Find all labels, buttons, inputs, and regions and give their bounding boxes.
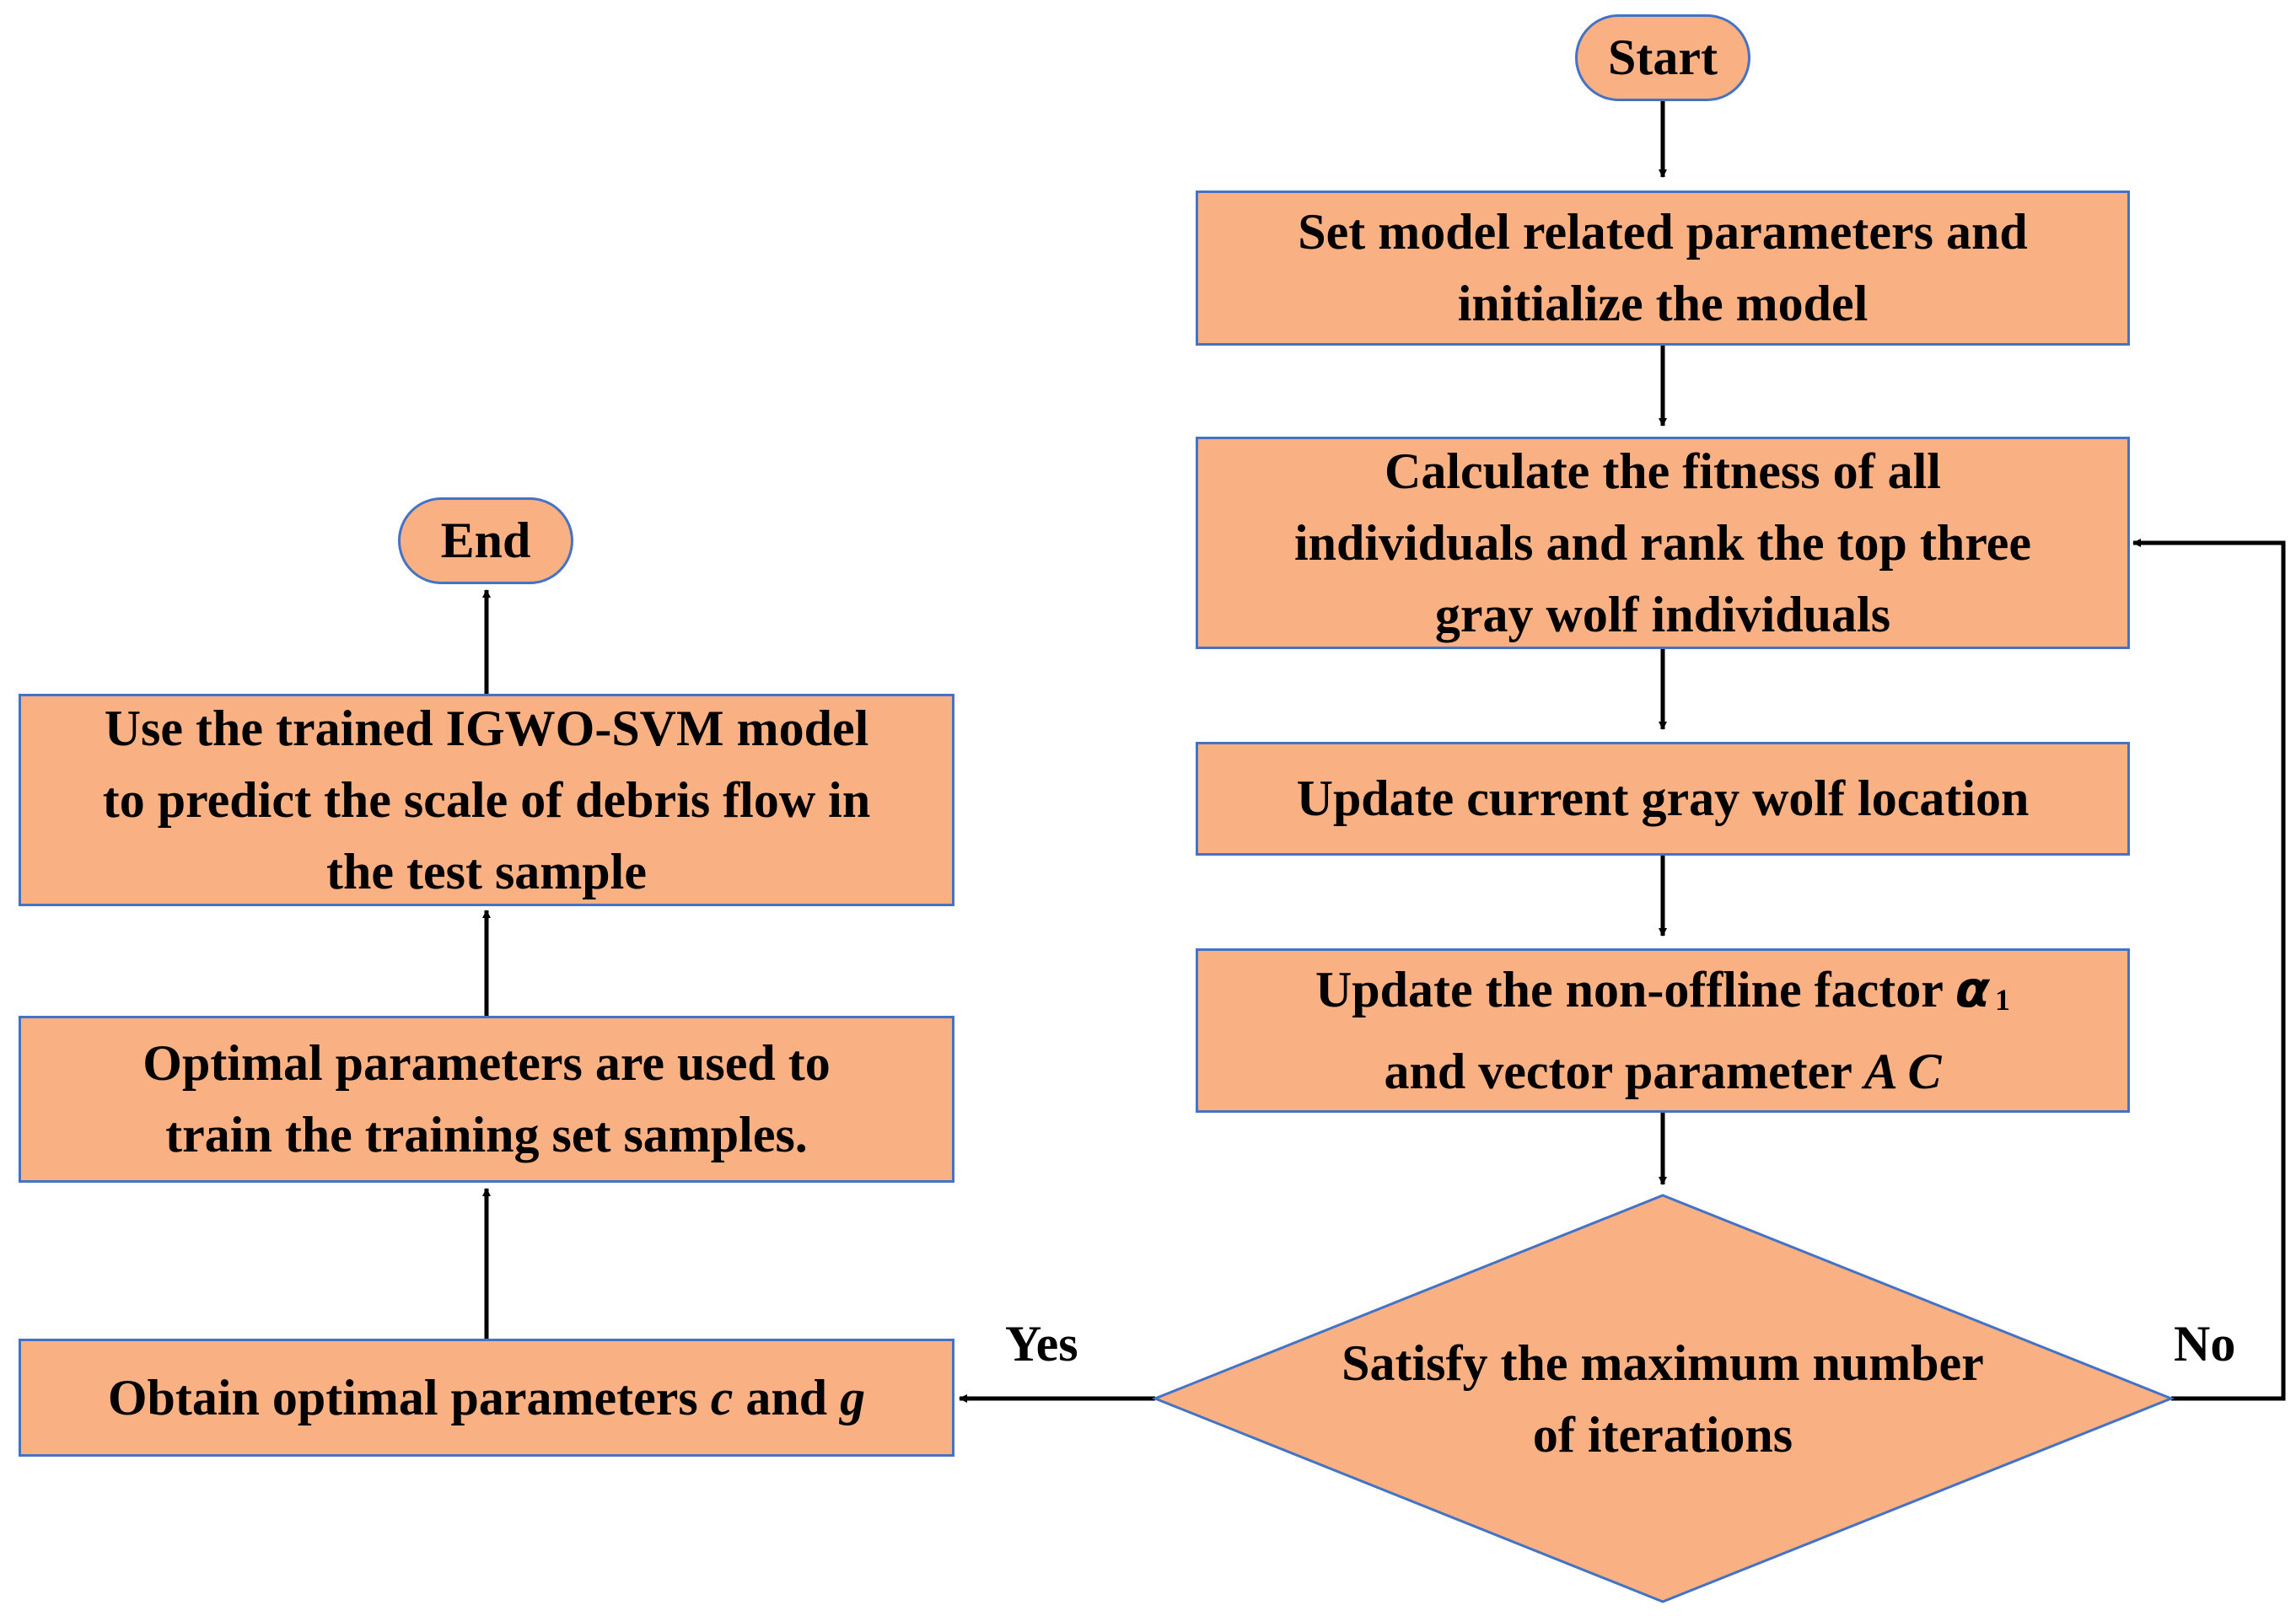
train-line2: train the training set samples. (165, 1107, 808, 1162)
predict-line3: the test sample (326, 843, 647, 899)
no-label: No (2174, 1316, 2236, 1372)
fitness-box: Calculate the fitness of all individuals… (1196, 437, 2130, 649)
var-g: g (840, 1369, 866, 1425)
start-label: Start (1608, 30, 1718, 85)
update-location-label: Update current gray wolf location (1296, 770, 2030, 826)
decision-text: Satisfy the maximum number of iterations (1239, 1323, 2086, 1475)
train-line1: Optimal parameters are used to (142, 1035, 831, 1091)
alpha-subscript: 1 (1995, 982, 2011, 1017)
fitness-line3: gray wolf individuals (1434, 586, 1891, 642)
update-factor-prefix: Update the non-offline factor (1315, 961, 1955, 1017)
predict-line2: to predict the scale of debris flow in (102, 771, 871, 828)
train-box: Optimal parameters are used to train the… (19, 1016, 954, 1183)
end-terminal: End (398, 497, 573, 584)
predict-box: Use the trained IGWO-SVM model to predic… (19, 694, 954, 906)
vector-prefix: and vector parameter (1384, 1043, 1864, 1099)
set-params-line1: Set model related parameters and (1298, 204, 2028, 260)
fitness-line2: individuals and rank the top three (1293, 514, 2032, 571)
fitness-line1: Calculate the fitness of all (1385, 443, 1941, 499)
update-factor-line2: and vector parameter A C (1315, 1036, 2010, 1108)
set-params-line2: initialize the model (1457, 276, 1869, 331)
arrow-no-loop-to-fitness (2132, 539, 2286, 1401)
alpha-symbol: α (1955, 959, 1991, 1019)
yes-label: Yes (1005, 1316, 1078, 1372)
decision-line1: Satisfy the maximum number (1342, 1335, 1984, 1391)
set-params-box: Set model related parameters and initial… (1196, 191, 2130, 346)
predict-line1: Use the trained IGWO-SVM model (104, 700, 869, 756)
obtain-mid: and (733, 1369, 841, 1425)
decision-diamond (1151, 1194, 2175, 1603)
obtain-prefix: Obtain optimal parameters (107, 1369, 711, 1425)
vector-vars: A C (1863, 1043, 1942, 1099)
update-location-box: Update current gray wolf location (1196, 742, 2130, 856)
decision-line2: of iterations (1532, 1407, 1793, 1463)
obtain-optimal-box: Obtain optimal parameters c and g (19, 1339, 954, 1457)
end-label: End (440, 513, 531, 568)
var-c: c (710, 1369, 734, 1425)
start-terminal: Start (1575, 14, 1750, 101)
